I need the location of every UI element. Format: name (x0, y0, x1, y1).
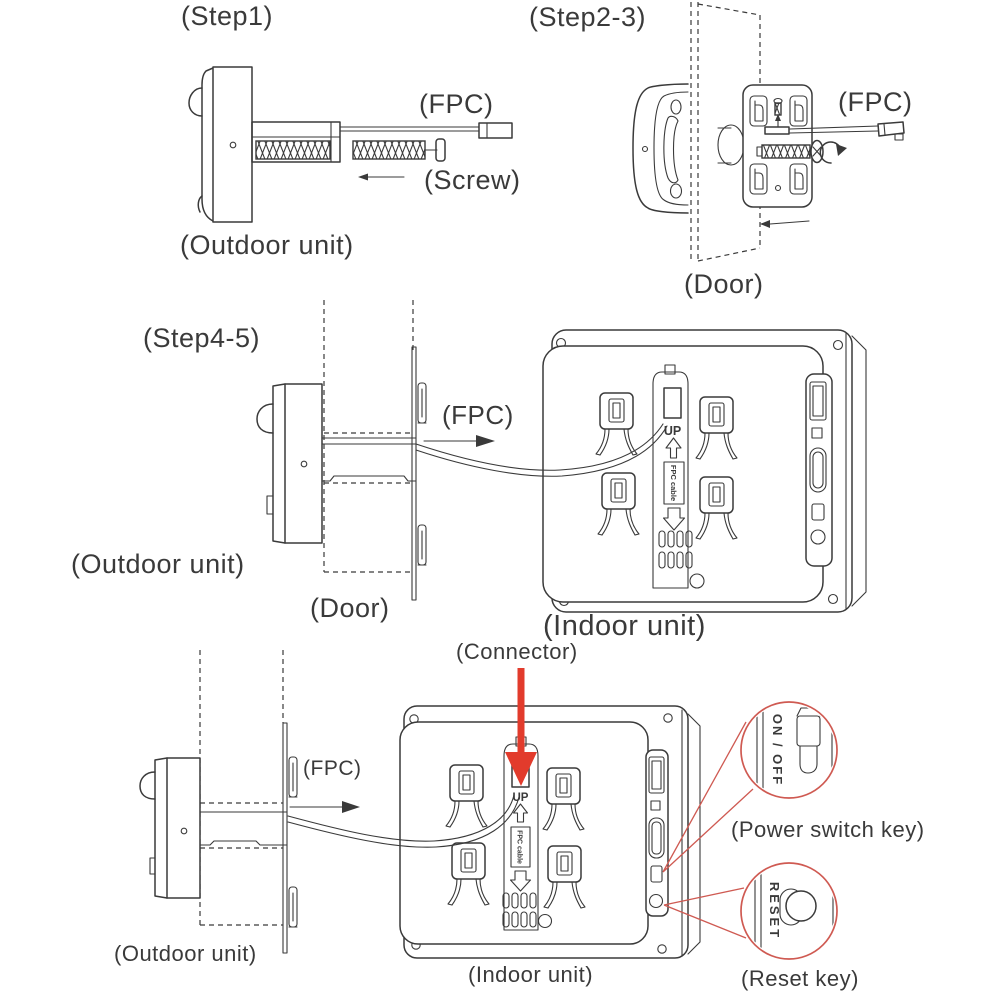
side-ports (645, 749, 669, 917)
up-marking: UP (664, 424, 681, 438)
side-ports (805, 373, 833, 567)
step1-title: (Step1) (181, 1, 274, 31)
barrel-end (717, 124, 745, 166)
reset-callout: RESET (663, 862, 838, 960)
step4-5-door-label: (Door) (310, 593, 390, 623)
step4-5-title: (Step4-5) (143, 323, 261, 353)
up-marking: UP (513, 792, 529, 804)
fpc-connector-tip (877, 121, 905, 137)
reset-button (648, 893, 664, 909)
power-switch (650, 865, 663, 883)
outdoor-unit-side (256, 383, 323, 544)
step1-screw-label: (Screw) (424, 165, 521, 195)
step4-5-indoor-unit-label: (Indoor unit) (543, 610, 706, 642)
on-off-marking: ON / OFF (770, 714, 785, 786)
step2-3-title: (Step2-3) (529, 2, 647, 32)
step1-fpc-label: (FPC) (419, 89, 494, 119)
step4-5-door-outdoor (256, 300, 495, 601)
final-fpc-label: (FPC) (303, 757, 362, 780)
step2-3-door-label: (Door) (684, 269, 764, 299)
power-switch-key-label: (Power switch key) (731, 817, 925, 842)
mount-arrow-icon (760, 220, 810, 228)
final-door-outdoor (139, 650, 360, 954)
step4-5-fpc-label: (FPC) (442, 400, 514, 430)
final-indoor-unit: UP FPC cable (399, 705, 701, 959)
outdoor-unit-front (632, 83, 689, 214)
power-switch-callout: ON / OFF (662, 701, 838, 873)
insert-arrow-icon (358, 173, 405, 181)
vent-slots (502, 892, 537, 928)
outdoor-unit-side (139, 757, 201, 899)
step2-3-fpc-label: (FPC) (838, 87, 913, 117)
reset-button-zoom (779, 888, 817, 926)
reset-marking: RESET (767, 882, 782, 940)
step2-3-diagram (632, 2, 905, 262)
spring (352, 140, 426, 160)
step4-5-outdoor-unit-label: (Outdoor unit) (71, 549, 245, 579)
step1-outdoor-unit-label: (Outdoor unit) (180, 230, 354, 260)
reset-key-label: (Reset key) (741, 966, 859, 991)
connector-arrow-icon (505, 668, 537, 786)
screw-head (435, 138, 446, 162)
fpc-cable-marking: FPC cable (669, 465, 678, 501)
final-outdoor-unit-label: (Outdoor unit) (114, 941, 257, 966)
fpc-channel: UP FPC cable (652, 364, 689, 589)
fpc-arrow-icon (423, 435, 495, 447)
final-indoor-unit-label: (Indoor unit) (468, 962, 594, 987)
fpc-cable (415, 423, 664, 471)
fixing-screw (756, 139, 824, 164)
fpc-cable-marking: FPC cable (516, 830, 523, 864)
connector-label: (Connector) (456, 639, 578, 664)
step4-5-indoor-unit: UP FPC cable (542, 329, 867, 613)
fpc-arrow-icon (289, 801, 360, 813)
fpc-cable (287, 794, 515, 842)
step1-diagram (188, 66, 513, 223)
vent-slots (658, 530, 693, 569)
rotate-arrow-icon (819, 141, 847, 164)
fpc-connector-socket (663, 387, 682, 419)
